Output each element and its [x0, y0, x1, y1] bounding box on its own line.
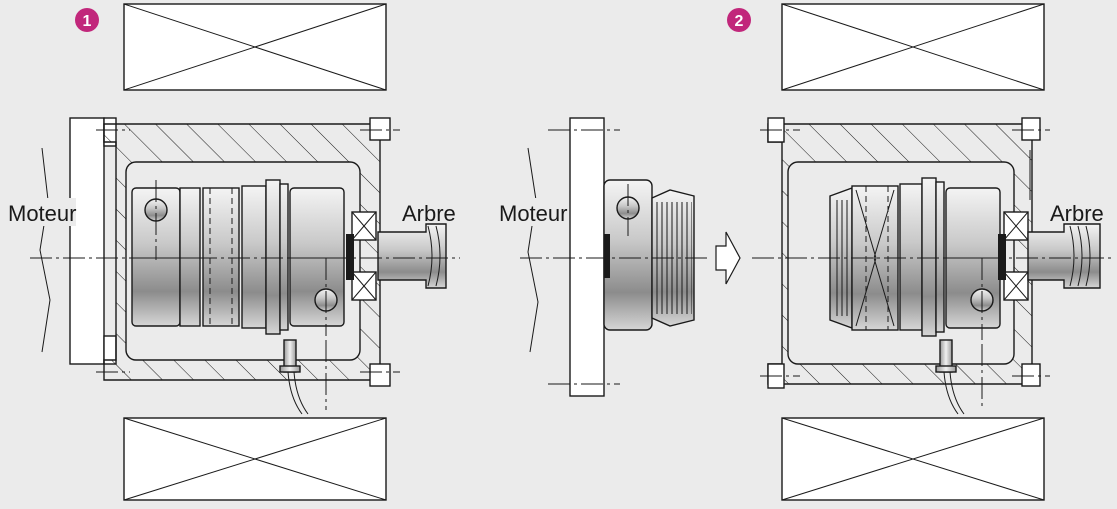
bearing: [346, 211, 377, 301]
lower-coil-box-2: [781, 417, 1045, 501]
motor-flange: [69, 117, 117, 365]
output-shaft-2: [1027, 223, 1101, 289]
output-shaft: [377, 223, 447, 289]
step-1-panel: 1: [8, 3, 460, 501]
label-moteur-left: Moteur: [8, 201, 76, 226]
motor-with-hub: Moteur: [498, 117, 708, 397]
upper-coil-box: [123, 3, 387, 91]
label-arbre-left: Arbre: [402, 201, 456, 226]
lower-coil-box: [123, 417, 387, 501]
step-2-panel: 2: [727, 3, 1112, 501]
bearing-2: [998, 211, 1029, 301]
svg-text:1: 1: [83, 13, 92, 30]
upper-coil-box-2: [781, 3, 1045, 91]
transition-arrow-icon: [715, 231, 741, 285]
friction-hub: [202, 187, 240, 327]
rotor-discs: [241, 179, 345, 335]
step-1-badge: 1: [75, 8, 99, 32]
clamp-hub: [131, 187, 201, 327]
label-moteur-right: Moteur: [499, 201, 567, 226]
step-2-badge: 2: [727, 8, 751, 32]
label-arbre-right: Arbre: [1050, 201, 1104, 226]
proximity-sensor: [279, 339, 309, 415]
rotor-discs-2: [899, 177, 1001, 337]
svg-text:2: 2: [735, 13, 744, 30]
proximity-sensor-2: [935, 339, 965, 415]
motor-break-line: [39, 147, 51, 353]
